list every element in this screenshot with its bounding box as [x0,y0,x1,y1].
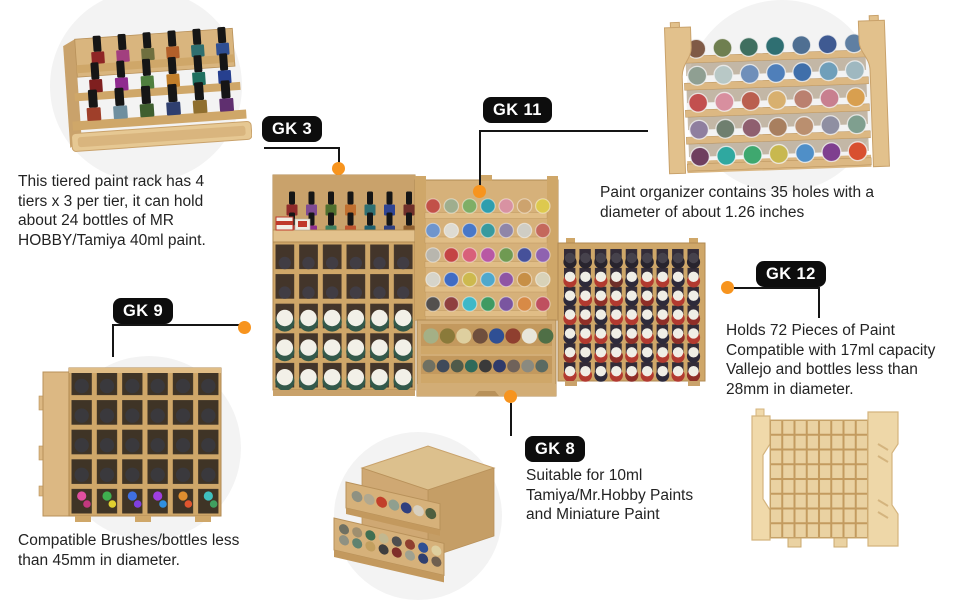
drawer-row-2-pots [422,359,549,373]
gk3-connector-line-v [338,147,340,163]
combined-center-rack [414,175,559,397]
gk11-badge: GK 11 [483,97,552,123]
combined-right-rack [557,238,706,386]
dark-bottle-caps [278,256,410,299]
gk3-connector-line-h [264,147,340,149]
gk3-badge: GK 3 [262,116,323,142]
photo-tiered-paint-rack [63,26,252,152]
gk8-description: Suitable for 10ml Tamiya/Mr.Hobby Paints… [526,467,694,524]
marker-caps [77,491,213,501]
tier-3-bottles [86,80,235,122]
tiered-rack [63,26,252,152]
marker-caps-2 [83,500,218,508]
gk12-connector-line-h [734,287,819,289]
gk11-connector-dot [473,185,486,198]
gk3-description: This tiered paint rack has 4 tiers x 3 p… [18,173,206,250]
gk9-description: Compatible Brushes/bottles less than 45m… [18,532,240,569]
gk8-connector-dot [504,390,517,403]
gk9-connector-line-v [112,324,114,357]
drawer-unit [416,319,557,397]
gk11-description: Paint organizer contains 35 holes with a… [600,184,874,221]
gk12-empty-rack [751,408,899,548]
center-paint-pots [425,198,551,312]
photo-gk12-empty-rack [751,408,899,548]
gk8-connector-line-v [510,403,512,436]
drawer-row-1-pots [423,328,554,344]
shelves [683,49,872,172]
gk12-connector-dot [721,281,734,294]
gk9-badge: GK 9 [113,298,174,324]
gk8-badge: GK 8 [525,436,586,462]
gk9-connector-line-h [112,324,242,326]
dark-bottles [74,378,216,482]
photo-combined-rack-set [272,174,706,397]
gk8-box [333,445,496,583]
dropper-bottle-caps [564,252,699,377]
gk12-connector-line-v [818,287,820,318]
gk11-connector-line-h [479,130,648,132]
drawer-1 [345,481,441,536]
paint-boxes [275,216,311,231]
gk9-rack [38,367,222,522]
tier-2-bottles [89,53,232,93]
gk11-connector-line-v [479,130,481,188]
tier-1-bottles [91,26,230,65]
gk9-connector-dot [238,321,251,334]
gk12-description: Holds 72 Pieces of Paint Compatible with… [726,322,936,399]
photo-gk11-paint-organizer [663,14,890,175]
photo-gk9-brush-rack [38,367,222,522]
gk3-connector-dot [332,162,345,175]
paint-pots [686,33,868,167]
drawer-2 [333,517,445,583]
white-bottle-caps [276,309,412,386]
photo-gk8-drawer-box [333,445,496,583]
gk11-rack [663,14,890,175]
gk12-badge: GK 12 [756,261,826,287]
combined-left-rack [272,174,416,396]
